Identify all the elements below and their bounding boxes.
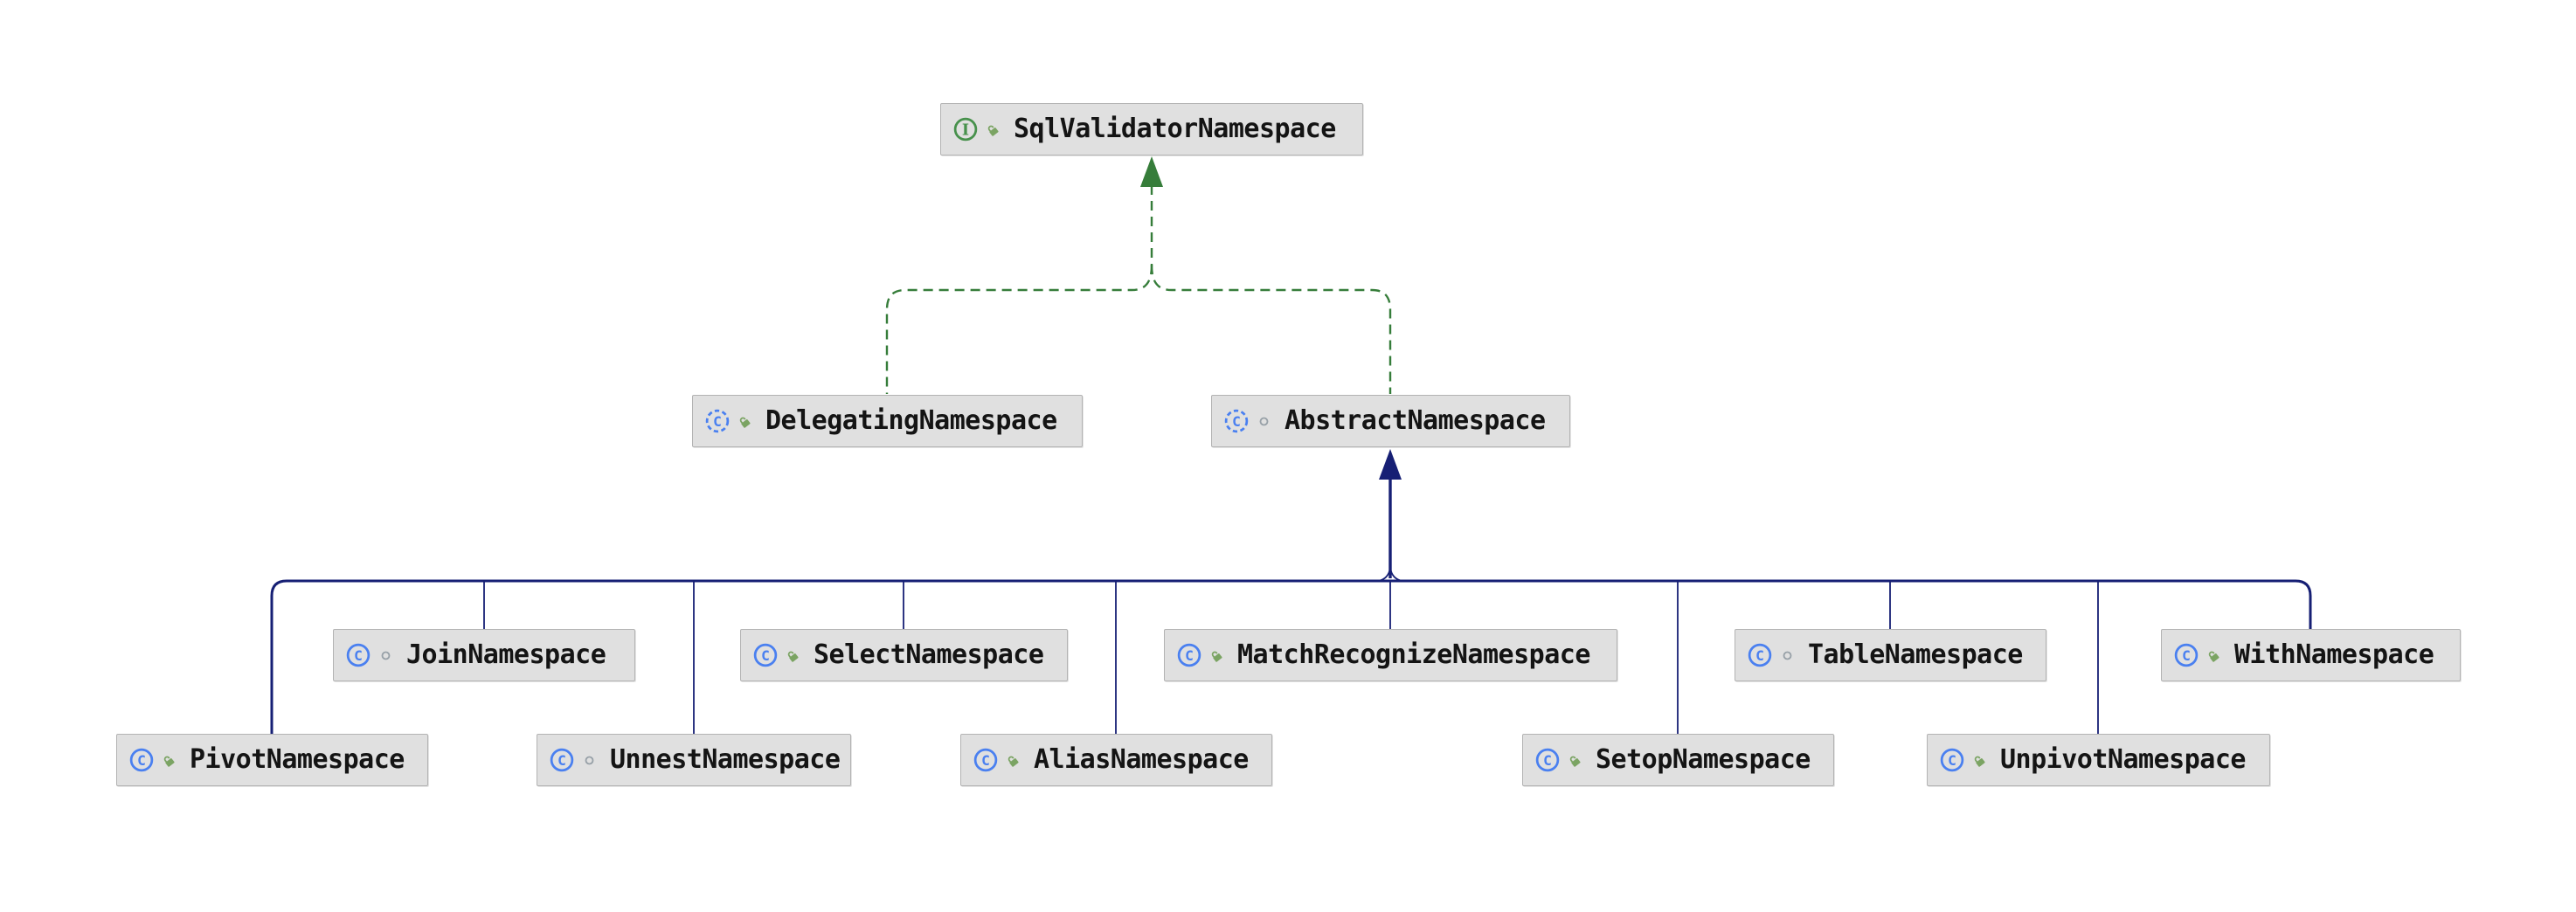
- node-label: SelectNamespace: [814, 639, 1044, 670]
- svg-text:C: C: [761, 647, 770, 664]
- class-icon: C: [1940, 748, 1964, 772]
- node-setopnamespace[interactable]: C SetopNamespace: [1522, 734, 1834, 786]
- svg-text:C: C: [137, 752, 146, 769]
- node-unpivotnamespace[interactable]: C UnpivotNamespace: [1927, 734, 2270, 786]
- node-label: UnpivotNamespace: [2000, 744, 2246, 775]
- interface-icon: I: [953, 117, 978, 142]
- node-label: MatchRecognizeNamespace: [1237, 639, 1590, 670]
- public-modifier-lock-icon: [2208, 651, 2219, 662]
- package-private-modifier-icon: [1259, 417, 1268, 425]
- class-icon: C: [753, 643, 778, 667]
- class-icon: C: [129, 748, 154, 772]
- svg-text:C: C: [1543, 752, 1552, 769]
- node-label: DelegatingNamespace: [765, 405, 1057, 436]
- extends-edge-bus[interactable]: [270, 579, 2312, 734]
- class-icon: C: [973, 748, 998, 772]
- node-withnamespace[interactable]: C WithNamespace: [2161, 629, 2461, 681]
- extends-edge-trunk-flare: [1377, 567, 1403, 582]
- public-modifier-lock-icon: [1569, 756, 1581, 767]
- node-unnestnamespace[interactable]: C UnnestNamespace: [537, 734, 851, 786]
- node-tablenamespace[interactable]: C TableNamespace: [1735, 629, 2046, 681]
- class-icon: C: [1748, 643, 1772, 667]
- node-label: JoinNamespace: [406, 639, 606, 670]
- node-label: WithNamespace: [2234, 639, 2434, 670]
- node-aliasnamespace[interactable]: C AliasNamespace: [960, 734, 1272, 786]
- node-joinnamespace[interactable]: C JoinNamespace: [333, 629, 635, 681]
- public-modifier-lock-icon: [1008, 756, 1019, 767]
- node-label: TableNamespace: [1808, 639, 2023, 670]
- svg-text:C: C: [1755, 647, 1764, 664]
- node-abstractnamespace[interactable]: C AbstractNamespace: [1211, 395, 1570, 447]
- public-modifier-lock-icon: [987, 125, 999, 136]
- svg-text:C: C: [981, 752, 990, 769]
- class-icon: C: [1177, 643, 1201, 667]
- implements-edge-abstractnamespace[interactable]: [1150, 264, 1392, 394]
- node-label: AbstractNamespace: [1285, 405, 1546, 436]
- class-icon: C: [550, 748, 574, 772]
- node-label: AliasNamespace: [1034, 744, 1249, 775]
- class-icon: C: [346, 643, 370, 667]
- extends-arrowhead: [1379, 449, 1402, 480]
- node-delegatingnamespace[interactable]: C DelegatingNamespace: [692, 395, 1083, 447]
- svg-text:C: C: [557, 752, 566, 769]
- implements-arrowhead: [1140, 156, 1163, 187]
- implements-edges[interactable]: [885, 156, 1392, 394]
- node-selectnamespace[interactable]: C SelectNamespace: [740, 629, 1068, 681]
- class-icon: C: [1535, 748, 1560, 772]
- public-modifier-lock-icon: [787, 651, 799, 662]
- node-matchrecognizenamespace[interactable]: C MatchRecognizeNamespace: [1164, 629, 1617, 681]
- extends-edges[interactable]: [270, 449, 2312, 734]
- package-private-modifier-icon: [1783, 651, 1791, 660]
- implements-edge-delegatingnamespace[interactable]: [885, 264, 1153, 394]
- svg-text:C: C: [354, 647, 363, 664]
- public-modifier-lock-icon: [1211, 651, 1222, 662]
- svg-text:C: C: [1185, 647, 1194, 664]
- public-modifier-lock-icon: [1974, 756, 1985, 767]
- svg-text:I: I: [962, 121, 969, 139]
- class-icon: C: [2174, 643, 2199, 667]
- node-label: SetopNamespace: [1596, 744, 1811, 775]
- public-modifier-lock-icon: [739, 417, 751, 428]
- abstract-class-icon: C: [705, 409, 730, 433]
- package-private-modifier-icon: [585, 756, 593, 764]
- public-modifier-lock-icon: [163, 756, 175, 767]
- abstract-class-icon: C: [1224, 409, 1249, 433]
- svg-text:C: C: [2182, 647, 2191, 664]
- node-label: UnnestNamespace: [610, 744, 841, 775]
- svg-text:C: C: [1232, 413, 1241, 430]
- node-label: SqlValidatorNamespace: [1014, 114, 1336, 144]
- svg-text:C: C: [713, 413, 722, 430]
- node-label: PivotNamespace: [190, 744, 405, 775]
- svg-text:C: C: [1948, 752, 1956, 769]
- node-pivotnamespace[interactable]: C PivotNamespace: [116, 734, 428, 786]
- package-private-modifier-icon: [381, 651, 390, 660]
- node-sqlvalidatornamespace[interactable]: I SqlValidatorNamespace: [940, 103, 1363, 155]
